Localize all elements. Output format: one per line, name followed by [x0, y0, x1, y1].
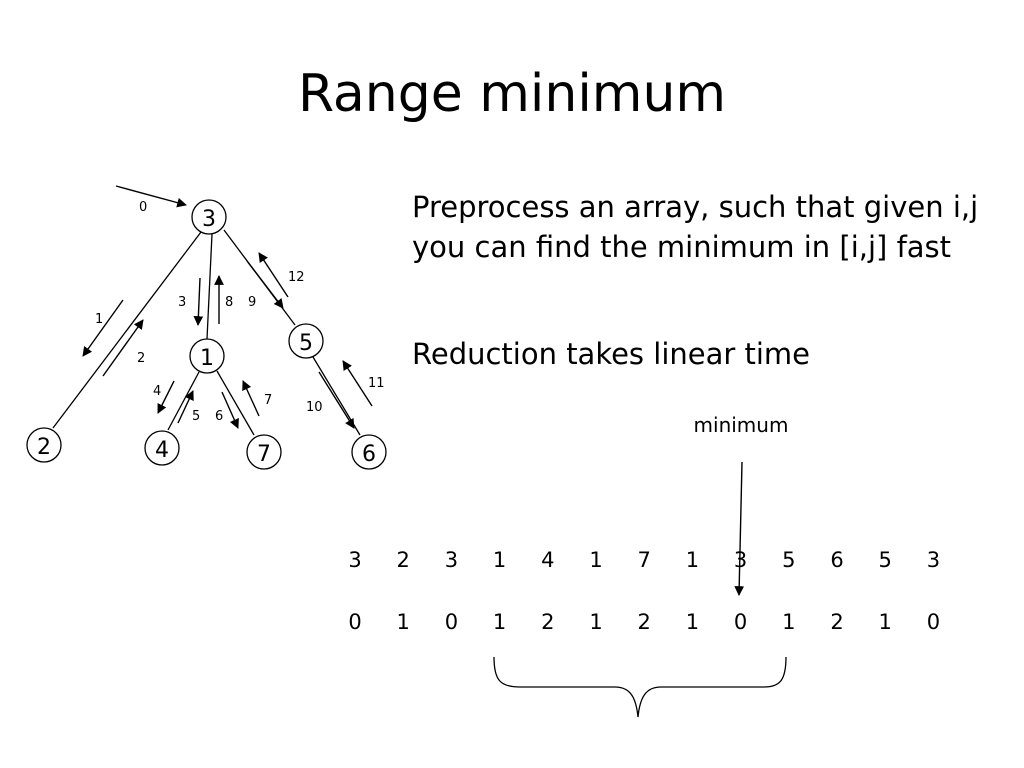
step-label-4: 4 [153, 384, 161, 399]
edge-3-1 [206, 233, 213, 340]
arrow-9 [246, 260, 284, 309]
tree-node-1: 1 [189, 338, 225, 374]
euler-value: 3 [734, 548, 747, 572]
euler-value: 1 [589, 548, 602, 572]
slide-title: Range minimum [297, 64, 727, 124]
minimum-label: minimum [694, 413, 789, 437]
euler-value: 3 [348, 548, 361, 572]
tree-node-label: 7 [257, 442, 271, 467]
depth-value: 0 [348, 610, 361, 634]
traversal-arrows [82, 185, 373, 429]
euler-value: 6 [830, 548, 843, 572]
tree-node-2: 2 [26, 427, 62, 463]
arrow-1 [82, 299, 124, 357]
tree-node-label: 4 [155, 438, 169, 463]
depth-value: 2 [830, 610, 843, 634]
tree-nodes: 3 1 5 2 4 7 6 [26, 199, 387, 470]
depth-value: 2 [541, 610, 554, 634]
edge-step-labels: 0 1 2 3 4 5 6 7 8 9 10 11 12 [95, 200, 385, 424]
tree-edges [52, 229, 361, 436]
edge-3-2 [52, 231, 202, 429]
depth-value: 2 [638, 610, 651, 634]
arrow-4 [157, 380, 175, 414]
arrow-5 [177, 390, 194, 424]
step-label-3: 3 [178, 295, 186, 310]
step-label-11: 11 [368, 376, 385, 391]
step-label-5: 5 [192, 409, 200, 424]
arrow-11 [342, 360, 373, 407]
arrow-10 [318, 371, 355, 429]
arrow-12 [258, 252, 289, 298]
arrow-3 [193, 277, 204, 326]
depth-value: 1 [589, 610, 602, 634]
euler-value: 1 [493, 548, 506, 572]
depth-value: 0 [445, 610, 458, 634]
edge-5-6 [312, 356, 361, 436]
tree-node-5: 5 [288, 323, 324, 359]
tree-node-4: 4 [144, 430, 180, 466]
tree-node-6: 6 [351, 434, 387, 470]
bullet-preprocess: Preprocess an array, such that given i,j… [412, 190, 979, 264]
euler-value: 4 [541, 548, 554, 572]
euler-value: 3 [445, 548, 458, 572]
depth-value: 1 [879, 610, 892, 634]
tree-node-3: 3 [191, 199, 227, 235]
step-label-2: 2 [137, 351, 145, 366]
arrow-6 [221, 391, 239, 429]
step-label-0: 0 [139, 200, 147, 215]
euler-value: 1 [686, 548, 699, 572]
step-label-9: 9 [248, 295, 256, 310]
bullet-reduction: Reduction takes linear time [412, 337, 811, 371]
step-label-1: 1 [95, 312, 103, 327]
tree-node-label: 6 [362, 442, 376, 467]
depth-value: 0 [927, 610, 940, 634]
edge-1-4 [167, 371, 200, 431]
euler-value: 3 [927, 548, 940, 572]
euler-value: 5 [782, 548, 795, 572]
depth-value: 1 [782, 610, 795, 634]
euler-value: 2 [397, 548, 410, 572]
step-label-12: 12 [288, 270, 305, 285]
depth-value: 1 [397, 610, 410, 634]
edge-1-7 [216, 370, 255, 436]
step-label-7: 7 [264, 393, 272, 408]
minimum-arrow [734, 461, 745, 596]
range-brace [493, 656, 787, 718]
euler-value: 5 [879, 548, 892, 572]
euler-value: 7 [638, 548, 651, 572]
tree-node-label: 2 [37, 435, 51, 460]
depth-value: 0 [734, 610, 747, 634]
step-label-6: 6 [215, 409, 223, 424]
tree-node-label: 1 [200, 346, 214, 371]
step-label-8: 8 [225, 295, 233, 310]
step-label-10: 10 [306, 400, 323, 415]
tree-node-7: 7 [246, 434, 282, 470]
depth-value: 1 [686, 610, 699, 634]
arrow-0 [115, 185, 187, 208]
tree-node-label: 5 [299, 331, 313, 356]
depth-value: 1 [493, 610, 506, 634]
arrow-2 [102, 319, 144, 377]
tree-node-label: 3 [202, 207, 216, 232]
arrow-7 [242, 380, 260, 417]
